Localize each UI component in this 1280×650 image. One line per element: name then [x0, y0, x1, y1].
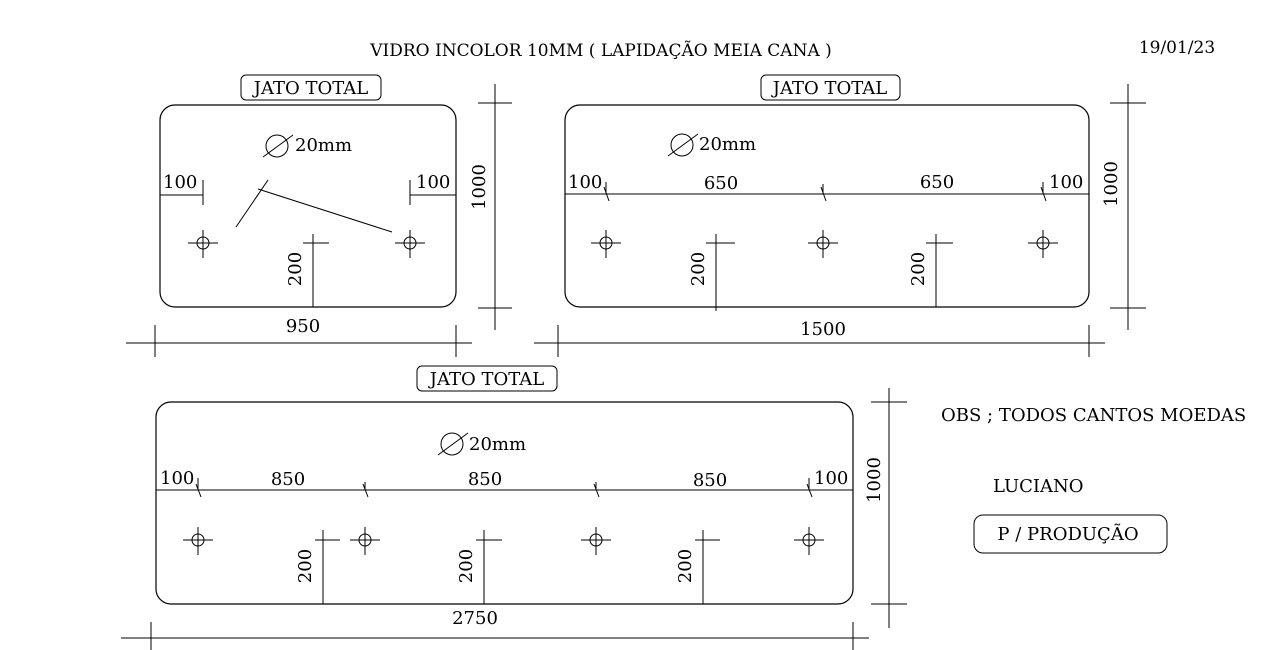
panel-1-hole-note: 20mm [295, 135, 352, 156]
panel-3-spacing-tick-2 [362, 483, 369, 498]
panel-3-offset-right: 100 [814, 468, 848, 489]
panel-2-hole-note: 20mm [699, 134, 756, 155]
hole-marker-icon [581, 527, 611, 555]
diameter-icon [667, 133, 699, 157]
panel-3-glass [155, 401, 854, 605]
drawing-date: 19/01/23 [1139, 38, 1215, 58]
panel-2-tag: JATO TOTAL [771, 78, 887, 99]
panel-3-tag-box [416, 365, 558, 392]
production-stamp: P / PRODUÇÃO [997, 523, 1138, 545]
obs-note: OBS ; TODOS CANTOS MOEDAS [941, 405, 1246, 426]
panel-1-height: 1000 [469, 164, 490, 210]
panel-1-width: 950 [286, 316, 320, 337]
panel-3-spacing-3: 850 [693, 470, 727, 491]
panel-3-hole-height-1: 200 [295, 549, 316, 583]
hole-marker-icon [794, 527, 824, 555]
panel-1-offset-left: 100 [163, 172, 197, 193]
panel-3-offset-left: 100 [160, 468, 194, 489]
panel-1-hole-height: 200 [285, 252, 306, 286]
panel-3-spacing-2: 850 [468, 469, 502, 490]
panel-3-spacing-1: 850 [271, 469, 305, 490]
panel-3-hole-height-3: 200 [675, 549, 696, 583]
hole-marker-icon [591, 230, 621, 258]
panel-1: JATO TOTAL 20mm 100 100 [126, 74, 512, 357]
hole-marker-icon [183, 527, 213, 555]
hole-marker-icon [188, 230, 218, 258]
panel-2-spacing-2: 650 [920, 172, 954, 193]
panel-2-spacing-1: 650 [704, 173, 738, 194]
drawing-title: VIDRO INCOLOR 10MM ( LAPIDAÇÃO MEIA CANA… [369, 40, 832, 61]
panel-1-leader-left [235, 179, 269, 228]
panel-3-tag: JATO TOTAL [428, 369, 544, 390]
panel-2-height: 1000 [1101, 161, 1122, 207]
hole-marker-icon [1028, 230, 1058, 258]
panel-2-width: 1500 [800, 319, 846, 340]
panel-3-spacing-tick-4 [806, 483, 813, 498]
panel-2-offset-left: 100 [568, 172, 602, 193]
panel-2-hole-height-1: 200 [688, 252, 709, 286]
panel-1-tag: JATO TOTAL [252, 78, 368, 99]
panel-3: JATO TOTAL 20mm 100 850 850 850 100 [121, 365, 907, 650]
diameter-icon [262, 134, 294, 158]
production-stamp-box [973, 514, 1168, 554]
diameter-icon [437, 432, 469, 456]
panel-3-hole-note: 20mm [469, 434, 526, 455]
panel-1-tag-box [240, 74, 382, 101]
panel-2-tag-box [760, 74, 901, 101]
panel-1-glass [159, 104, 457, 308]
hole-marker-icon [395, 230, 425, 258]
author-name: LUCIANO [993, 476, 1084, 497]
panel-3-spacing-tick-3 [593, 483, 600, 498]
panel-3-spacing-tick-1 [195, 483, 202, 498]
panel-1-offset-right: 100 [416, 172, 450, 193]
panel-2-glass [564, 104, 1090, 308]
panel-2-offset-right: 100 [1049, 172, 1083, 193]
panel-2-hole-height-2: 200 [908, 252, 929, 286]
panel-3-width: 2750 [452, 608, 498, 629]
panel-3-height: 1000 [864, 457, 885, 503]
panel-3-hole-height-2: 200 [456, 549, 477, 583]
hole-marker-icon [808, 230, 838, 258]
panel-1-leader-right [257, 188, 393, 233]
hole-marker-icon [350, 527, 380, 555]
panel-2: JATO TOTAL 20mm 100 650 650 100 [534, 74, 1146, 357]
